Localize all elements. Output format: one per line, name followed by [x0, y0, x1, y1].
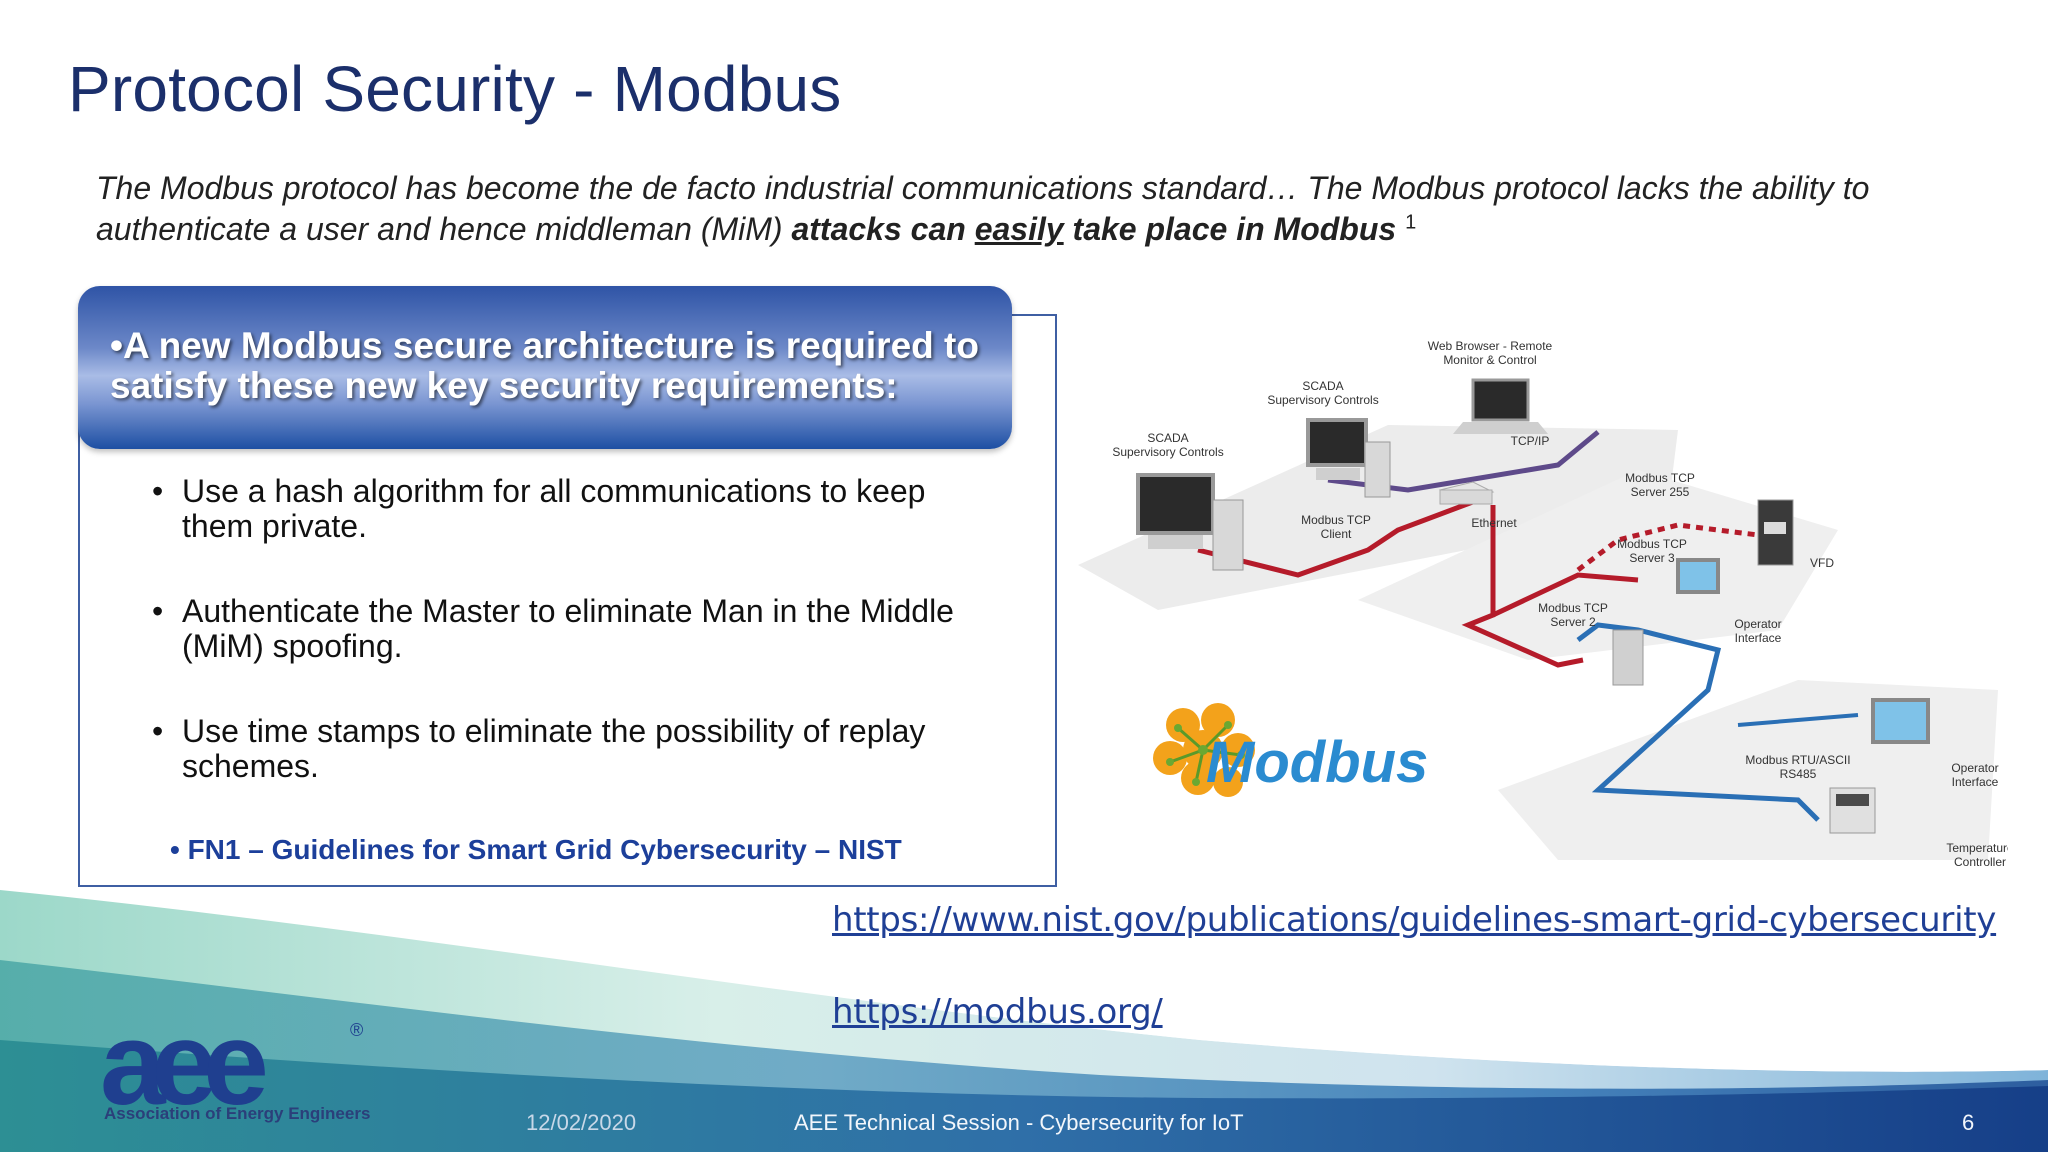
label-server-2-sub: Server 2: [1550, 615, 1596, 629]
bullet-item: • Use time stamps to eliminate the possi…: [152, 714, 1002, 784]
label-server-2: Modbus TCP: [1538, 601, 1608, 615]
intro-bold-text: attacks can: [791, 211, 975, 247]
label-operator-2: Operator: [1951, 761, 1998, 775]
label-server-255: Modbus TCP: [1625, 471, 1695, 485]
footer-date: 12/02/2020: [526, 1110, 637, 1135]
label-server-255-sub: Server 255: [1631, 485, 1690, 499]
operator-interface-2-icon: [1871, 698, 1930, 744]
label-web-browser: Web Browser - Remote: [1428, 339, 1553, 353]
label-scada-2-sub: Supervisory Controls: [1267, 393, 1378, 407]
label-server-3-sub: Server 3: [1629, 551, 1675, 565]
temperature-controller-icon: [1829, 787, 1876, 834]
registered-mark: ®: [350, 1020, 363, 1040]
bullet-dot: •: [152, 593, 164, 629]
operator-interface-1-icon: [1676, 558, 1720, 594]
label-rtu: Modbus RTU/ASCII: [1745, 753, 1850, 767]
modbus-network-diagram: SCADA Supervisory Controls SCADA Supervi…: [1078, 339, 2008, 869]
requirements-header-text: •A new Modbus secure architecture is req…: [110, 325, 979, 406]
serial-line-blue: [1576, 622, 1820, 822]
bullet-item: • Authenticate the Master to eliminate M…: [152, 594, 1002, 664]
ethernet-drop-red: [1461, 505, 1584, 668]
ethernet-dotted-red: [1576, 522, 1759, 572]
label-scada-2: SCADA: [1302, 379, 1343, 393]
footer-title: AEE Technical Session - Cybersecurity fo…: [794, 1110, 1244, 1135]
nist-link[interactable]: https://www.nist.gov/publications/guidel…: [832, 900, 1997, 940]
bullet-text: Authenticate the Master to eliminate Man…: [182, 593, 954, 664]
label-rtu-sub: RS485: [1780, 767, 1817, 781]
label-temperature: Temperature: [1946, 841, 2008, 855]
intro-paragraph: The Modbus protocol has become the de fa…: [96, 168, 1916, 250]
aee-logo: aee ®: [100, 1008, 363, 1128]
modbus-logo-icon: Modbus: [1153, 703, 1428, 797]
footnote-marker: 1: [1405, 211, 1417, 234]
modbus-org-link[interactable]: https://modbus.org/: [832, 992, 1163, 1032]
ethernet-branch-red: [1491, 572, 1639, 618]
bullet-dot: •: [152, 473, 164, 509]
bullet-item: • Use a hash algorithm for all communica…: [152, 474, 1002, 544]
page-number: 6: [1962, 1110, 1975, 1135]
slide-title: Protocol Security - Modbus: [68, 53, 842, 125]
bullet-dot: •: [152, 713, 164, 749]
modbus-tcp-server-2-icon: [1612, 629, 1644, 686]
label-operator-1-sub: Interface: [1735, 631, 1782, 645]
label-scada-1-sub: Supervisory Controls: [1112, 445, 1223, 459]
label-scada-1: SCADA: [1147, 431, 1188, 445]
bullet-text: Use time stamps to eliminate the possibi…: [182, 713, 926, 784]
ethernet-line-red: [1197, 497, 1479, 578]
serial-line-blue-2: [1737, 713, 1859, 727]
requirements-header: [78, 286, 1012, 449]
intro-underlined-text: easily: [974, 211, 1064, 247]
label-tcpip: TCP/IP: [1511, 434, 1550, 448]
footnote-reference: • FN1 – Guidelines for Smart Grid Cybers…: [170, 834, 902, 865]
vfd-drive-icon: [1757, 499, 1794, 566]
floor-plane-mid: [1358, 470, 1838, 660]
label-server-3: Modbus TCP: [1617, 537, 1687, 551]
label-operator-2-sub: Interface: [1952, 775, 1999, 789]
label-operator-1: Operator: [1734, 617, 1781, 631]
label-modbus-tcp-client-sub: Client: [1321, 527, 1352, 541]
web-browser-laptop-icon: [1453, 378, 1548, 434]
label-vfd: VFD: [1810, 556, 1834, 570]
scada-workstation-1-icon: [1136, 473, 1244, 571]
aee-logo-text: aee: [100, 1008, 265, 1128]
ethernet-switch-icon: [1438, 481, 1495, 505]
label-modbus-tcp-client: Modbus TCP: [1301, 513, 1371, 527]
scada-workstation-2-icon: [1306, 418, 1391, 498]
intro-bold-text-2: take place in Modbus: [1063, 211, 1397, 247]
modbus-logo-text: Modbus: [1206, 730, 1428, 795]
label-ethernet: Ethernet: [1471, 516, 1517, 530]
aee-caption: Association of Energy Engineers: [104, 1104, 371, 1123]
label-web-browser-sub: Monitor & Control: [1443, 353, 1536, 367]
intro-text: The Modbus protocol has become the de fa…: [96, 170, 1870, 247]
bullet-text: Use a hash algorithm for all communicati…: [182, 473, 926, 544]
label-temperature-sub: Controller: [1954, 855, 2006, 869]
